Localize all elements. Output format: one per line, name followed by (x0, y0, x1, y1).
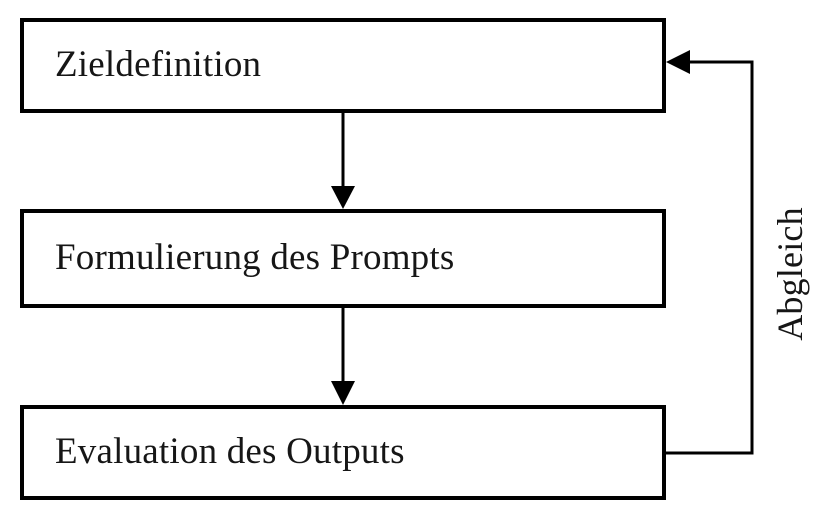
node-formulierung-des-prompts[interactable]: Formulierung des Prompts (20, 209, 666, 308)
node-label: Formulierung des Prompts (55, 237, 455, 279)
edge-label-abgleich: Abgleich (768, 176, 812, 372)
connector-prompt-to-eval (331, 308, 355, 405)
node-label: Zieldefinition (55, 44, 262, 86)
edge-label-text: Abgleich (770, 207, 810, 341)
node-zieldefinition[interactable]: Zieldefinition (20, 18, 666, 113)
node-evaluation-des-outputs[interactable]: Evaluation des Outputs (20, 405, 666, 500)
connector-eval-to-goal-feedback (666, 50, 754, 455)
node-label: Evaluation des Outputs (55, 431, 405, 473)
connector-goal-to-prompt (331, 113, 355, 209)
